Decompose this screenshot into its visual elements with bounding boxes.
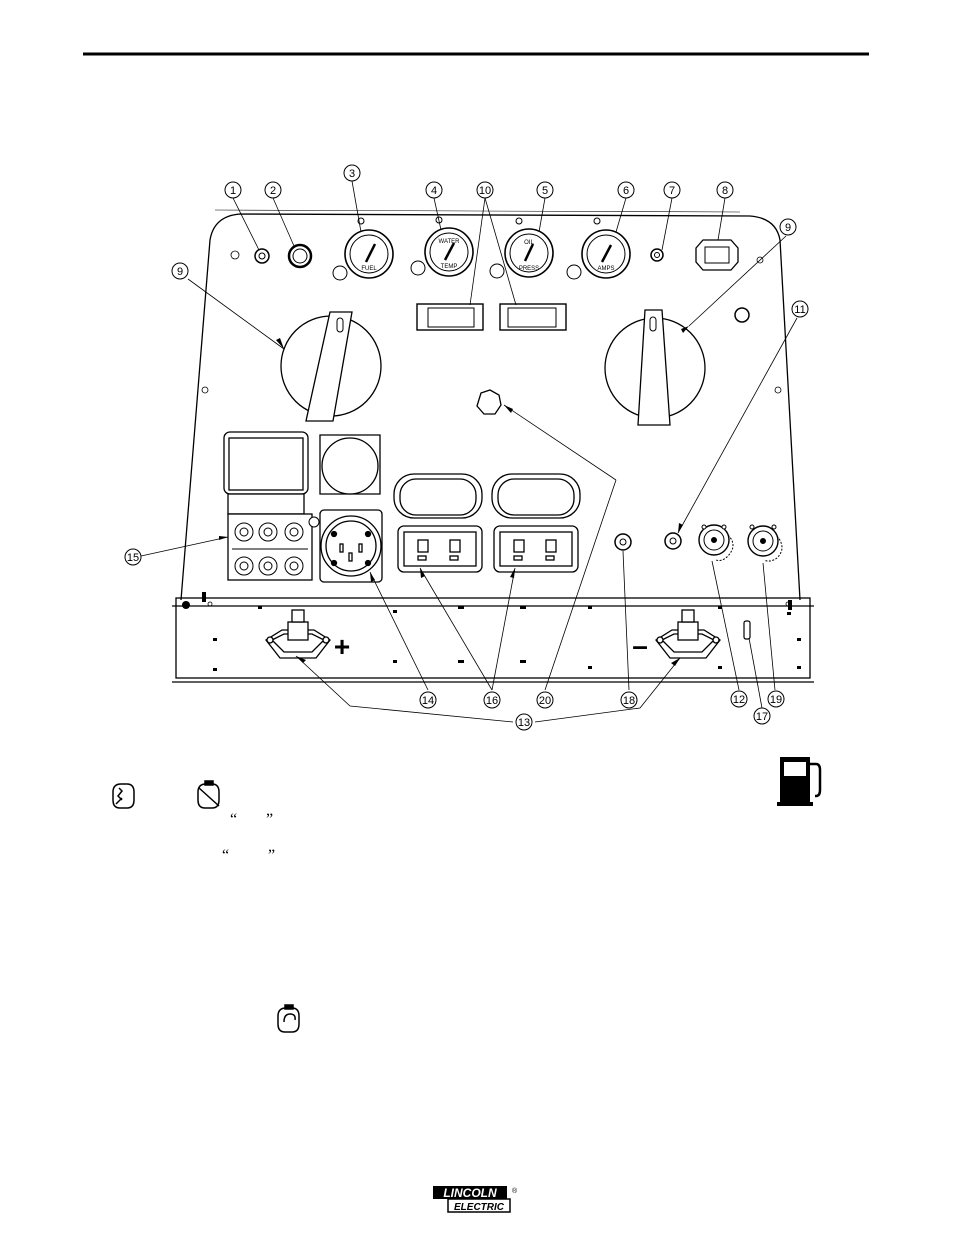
svg-text:12: 12 [733, 694, 745, 706]
switch-item-1 [254, 248, 270, 264]
quote-open-2: “ [222, 847, 229, 864]
engine-idle-icon [277, 1004, 300, 1033]
lincoln-electric-logo: LINCOLN ELECTRIC ® [433, 1186, 518, 1213]
callout-15: 15 [124, 548, 142, 566]
fuel-pump-icon [777, 757, 822, 806]
oil-press-gauge [489, 217, 554, 279]
positive-sign: + [334, 631, 350, 662]
output-stud-positive [265, 609, 331, 659]
svg-text:6: 6 [623, 185, 629, 197]
button-item-2 [287, 243, 313, 269]
svg-text:9: 9 [785, 222, 791, 234]
callout-10: 10 [476, 181, 494, 199]
selector-knob-left [280, 311, 382, 422]
callout-20: 20 [536, 691, 554, 709]
callout-1: 1 [224, 181, 242, 199]
callout-5: 5 [536, 181, 554, 199]
callout-11: 11 [791, 300, 809, 318]
svg-text:10: 10 [479, 185, 491, 197]
panel-inner-edge [214, 209, 741, 213]
callout-3: 3 [343, 164, 361, 182]
panel-outline [180, 213, 801, 601]
hour-meter-item-8 [695, 239, 739, 271]
svg-text:18: 18 [623, 695, 635, 707]
switch-item-11 [664, 532, 682, 550]
leader-lines [140, 180, 798, 723]
negative-sign: – [632, 630, 648, 661]
engine-start-icon [112, 783, 135, 809]
logo-bottom-text: ELECTRIC [454, 1202, 505, 1213]
receptacle-15-outlets [232, 516, 320, 576]
svg-text:16: 16 [486, 695, 498, 707]
ground-stud-17 [743, 620, 751, 640]
callout-6: 6 [617, 181, 635, 199]
callout-9-right: 9 [779, 218, 797, 236]
fuel-cap-item-20 [476, 389, 502, 415]
svg-text:11: 11 [794, 304, 805, 316]
switch-item-9-small [734, 307, 750, 323]
rail-holes [182, 592, 801, 671]
display-window-right [499, 303, 567, 331]
duplex-receptacle-left [393, 473, 483, 573]
output-stud-negative [655, 609, 721, 659]
svg-text:15: 15 [127, 552, 139, 564]
callout-17: 17 [753, 707, 771, 725]
duplex-receptacle-right [491, 473, 581, 573]
connector-item-19 [747, 524, 783, 562]
svg-text:8: 8 [722, 185, 728, 197]
amps-gauge [566, 217, 631, 280]
callout-12: 12 [730, 690, 748, 708]
fuel-gauge [332, 217, 394, 281]
gauge-label-fuel: FUEL [361, 266, 377, 272]
gauge-label-oil: OIL [524, 240, 534, 246]
svg-text:14: 14 [422, 695, 434, 707]
svg-text:9: 9 [177, 266, 183, 278]
selector-knob-right [604, 309, 706, 426]
gauge-label-temp: TEMP [441, 264, 458, 270]
connector-item-12 [698, 524, 734, 561]
switch-item-18 [614, 533, 632, 551]
svg-text:5: 5 [542, 185, 548, 197]
quote-close-2: ” [268, 847, 275, 864]
svg-text:3: 3 [349, 168, 355, 180]
display-window-left [416, 303, 484, 331]
svg-text:7: 7 [669, 185, 675, 197]
svg-text:4: 4 [431, 185, 437, 197]
water-temp-gauge [410, 216, 474, 277]
engine-stop-icon [197, 780, 220, 809]
svg-text:17: 17 [756, 711, 768, 723]
callout-4: 4 [425, 181, 443, 199]
callout-13: 13 [515, 713, 533, 731]
receptacle-14 [319, 434, 383, 583]
callout-14: 14 [419, 691, 437, 709]
gauge-label-amps: AMPS [597, 266, 614, 272]
gauge-label-water: WATER [439, 239, 461, 245]
callout-18: 18 [620, 691, 638, 709]
gauge-label-press: PRESS [519, 266, 539, 272]
output-stud-rail [172, 597, 814, 683]
svg-text:13: 13 [518, 717, 530, 729]
callout-16: 16 [483, 691, 501, 709]
leader-arrows [219, 326, 689, 666]
callout-19: 19 [767, 690, 785, 708]
svg-text:1: 1 [230, 185, 236, 197]
quote-close-1: ” [266, 811, 273, 828]
callout-7: 7 [663, 181, 681, 199]
callout-8: 8 [716, 181, 734, 199]
svg-text:19: 19 [770, 694, 782, 706]
switch-item-7 [650, 248, 664, 262]
svg-text:20: 20 [539, 695, 551, 707]
quote-open-1: “ [230, 811, 237, 828]
logo-top-text: LINCOLN [443, 1186, 497, 1200]
svg-text:2: 2 [270, 185, 276, 197]
callout-2: 2 [264, 181, 282, 199]
logo-registered-mark: ® [512, 1187, 518, 1195]
callout-9-left: 9 [171, 262, 189, 280]
